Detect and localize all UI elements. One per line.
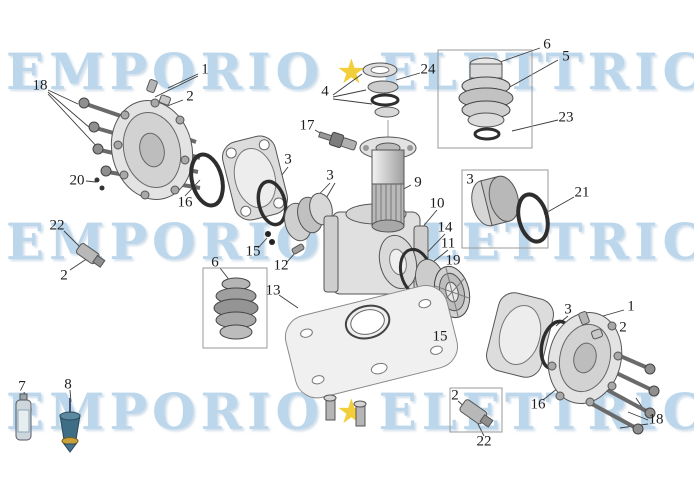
callout: 22 — [476, 433, 492, 450]
screw-15 — [269, 239, 275, 245]
piston-box — [461, 169, 550, 249]
callout: 5 — [562, 48, 570, 65]
callout: 3 — [466, 171, 474, 188]
callout: 23 — [558, 109, 574, 126]
callout: 18 — [32, 77, 48, 94]
callout: 1 — [627, 298, 635, 315]
callout: 19 — [445, 252, 461, 269]
callout: 21 — [574, 184, 590, 201]
callout: 7 — [18, 378, 26, 395]
pin-20 — [94, 177, 100, 183]
callout: 6 — [211, 254, 219, 271]
callout: 6 — [543, 36, 551, 53]
callout: 13 — [265, 282, 281, 299]
callout: 14 — [437, 219, 453, 236]
pin-20 — [99, 185, 105, 191]
watermark-row: EMPORIO ★ ELETTRICO — [0, 42, 694, 101]
callout: 12 — [273, 257, 289, 274]
watermark-word: EMPORIO — [6, 42, 325, 101]
callout: 2 — [60, 267, 68, 284]
o-ring-16 — [189, 152, 225, 208]
plug-22-left — [75, 243, 106, 268]
callout: 3 — [284, 151, 292, 168]
star-icon: ★ — [336, 52, 367, 91]
shaft-tower — [359, 62, 417, 233]
fitting-17 — [318, 131, 357, 151]
callout: 20 — [69, 172, 85, 189]
o-ring — [256, 179, 288, 227]
callout: 16 — [177, 194, 193, 211]
pin-12 — [291, 243, 305, 255]
callout: 16 — [530, 396, 546, 413]
callout: 17 — [299, 117, 315, 134]
pump-cover-left — [222, 135, 288, 221]
callout: 24 — [420, 61, 436, 78]
plug-box-22-right — [449, 387, 503, 433]
watermark-word: ELETTRICO — [378, 42, 694, 101]
right-pump-head — [486, 292, 660, 435]
o-ring — [370, 93, 400, 107]
callout: 10 — [429, 195, 445, 212]
callout: 22 — [49, 217, 65, 234]
callout: 3 — [564, 301, 572, 318]
o-ring-23 — [473, 127, 501, 141]
callout: 1 — [201, 61, 209, 78]
callout: 9 — [414, 174, 422, 191]
splined-gear-9 — [371, 183, 405, 227]
callout: 18 — [648, 411, 664, 428]
callout: 2 — [186, 88, 194, 105]
oil-bottle-7 — [15, 393, 32, 441]
base-plate — [284, 285, 458, 399]
valve-8 — [59, 398, 81, 453]
callout: 4 — [321, 83, 329, 100]
callout: 2 — [619, 319, 627, 336]
callout: 15 — [432, 328, 448, 345]
left-pump-head — [78, 79, 201, 200]
bellows-box-top — [437, 49, 533, 149]
callout: 11 — [440, 235, 456, 252]
bellows-box-bottom — [202, 267, 268, 349]
callout: 2 — [451, 387, 459, 404]
o-ring-13 — [344, 304, 391, 340]
o-ring-21 — [516, 192, 550, 244]
standoff-screws — [323, 394, 367, 427]
callout: 15 — [245, 243, 261, 260]
screw-15 — [265, 231, 271, 237]
callout: 3 — [326, 167, 334, 184]
callout: 8 — [64, 376, 72, 393]
watermark-word: EMPORIO — [6, 382, 325, 441]
